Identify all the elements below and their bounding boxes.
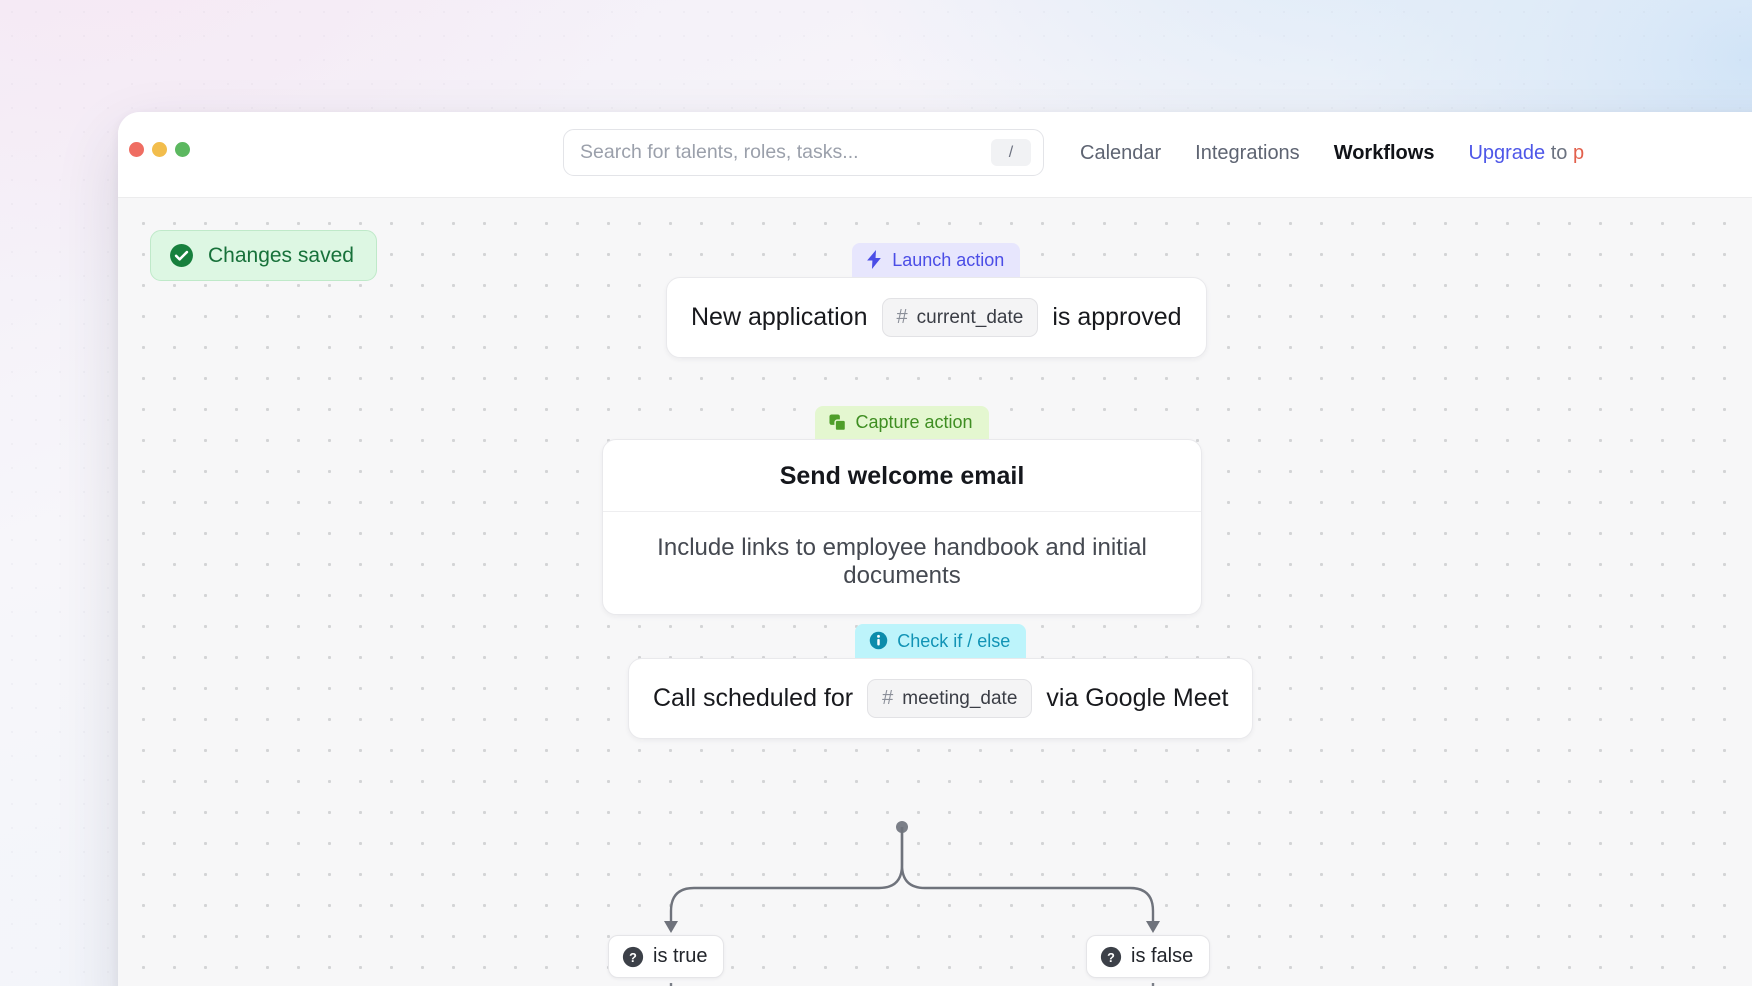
window-titlebar: / Calendar Integrations Workflows Upgrad… (118, 112, 1752, 197)
flow-node-condition[interactable]: Check if / else Call scheduled for # mee… (628, 624, 1254, 739)
toast-message: Changes saved (208, 243, 354, 267)
close-window-button[interactable] (129, 142, 144, 157)
upgrade-link-primary: Upgrade (1468, 142, 1546, 164)
action-card[interactable]: Send welcome email Include links to empl… (602, 439, 1202, 615)
status-toast: Changes saved (150, 230, 377, 281)
action-card-description: Include links to employee handbook and i… (657, 534, 1147, 589)
node-badge-check-if-else: Check if / else (855, 624, 1027, 658)
branch-pill-is-false[interactable]: ? is false (1086, 935, 1211, 978)
trigger-text-before: New application (691, 303, 868, 331)
svg-text:?: ? (1107, 950, 1115, 964)
main-nav: Calendar Integrations Workflows Upgrade … (1063, 134, 1584, 172)
nav-item-calendar[interactable]: Calendar (1080, 142, 1162, 164)
traffic-lights (129, 142, 190, 157)
branch-pill-is-true[interactable]: ? is true (608, 935, 725, 978)
nav-item-integrations[interactable]: Integrations (1195, 142, 1300, 164)
branch-label: is false (1131, 945, 1194, 967)
condition-variable-token[interactable]: # meeting_date (867, 679, 1033, 718)
node-badge-launch-action: Launch action (852, 243, 1021, 277)
svg-text:?: ? (629, 950, 637, 964)
upgrade-link-connector: to (1545, 142, 1573, 164)
condition-text-after: via Google Meet (1046, 684, 1229, 712)
condition-card[interactable]: Call scheduled for # meeting_date via Go… (628, 658, 1254, 739)
minimize-window-button[interactable] (152, 142, 167, 157)
maximize-window-button[interactable] (175, 142, 190, 157)
trigger-card[interactable]: New application # current_date is approv… (666, 277, 1207, 358)
action-card-title: Send welcome email (603, 440, 1201, 512)
copy-layers-icon (829, 413, 847, 431)
check-circle-icon (170, 244, 193, 267)
trigger-variable-name: current_date (916, 306, 1024, 328)
nav-item-workflows[interactable]: Workflows (1333, 142, 1435, 164)
hash-icon: # (882, 687, 894, 709)
upgrade-link[interactable]: Upgrade to p (1451, 134, 1584, 172)
node-badge-label: Capture action (855, 412, 973, 432)
flow-node-action[interactable]: Capture action Send welcome email Includ… (602, 406, 1202, 615)
condition-variable-name: meeting_date (902, 687, 1018, 709)
search-shortcut-badge: / (991, 139, 1031, 166)
search-input[interactable] (564, 141, 991, 164)
condition-text-before: Call scheduled for (653, 684, 854, 712)
trigger-variable-token[interactable]: # current_date (881, 298, 1039, 337)
question-circle-icon: ? (1100, 946, 1122, 967)
question-circle-icon: ? (622, 946, 644, 967)
node-badge-label: Check if / else (897, 630, 1011, 651)
workflow-canvas[interactable]: Changes saved Launch action New applicat… (118, 197, 1752, 986)
info-circle-icon (869, 631, 888, 650)
app-window: / Calendar Integrations Workflows Upgrad… (118, 112, 1752, 986)
flow-node-trigger[interactable]: Launch action New application # current_… (666, 243, 1207, 358)
search-bar[interactable]: / (563, 129, 1044, 176)
branch-label: is true (653, 945, 708, 967)
node-badge-label: Launch action (892, 249, 1005, 270)
upgrade-link-plan: p (1572, 142, 1585, 164)
lightning-bolt-icon (867, 250, 882, 269)
trigger-text-after: is approved (1052, 303, 1182, 331)
node-badge-capture-action: Capture action (815, 406, 989, 439)
hash-icon: # (896, 306, 908, 328)
